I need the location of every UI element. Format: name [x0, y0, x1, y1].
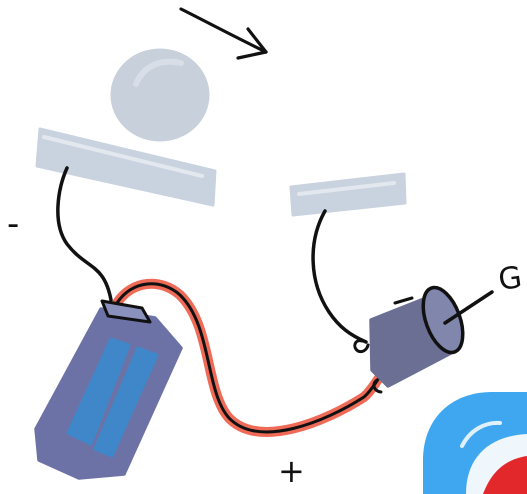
battery-window-left	[66, 337, 131, 446]
battery-window-right	[93, 346, 159, 458]
right-metal-plate	[289, 172, 407, 217]
battery	[34, 299, 183, 480]
metal-ball	[110, 48, 210, 142]
negative-wire	[56, 166, 113, 302]
left-metal-plate	[35, 127, 217, 207]
motor-wire-black	[311, 209, 368, 344]
negative-sign: -	[7, 204, 19, 244]
positive-sign: +	[278, 452, 305, 490]
motor	[353, 285, 494, 394]
rotation-arrow-icon	[179, 7, 268, 60]
generator-mark: G	[496, 260, 524, 298]
positive-wire	[112, 278, 384, 437]
corner-badge-icon	[423, 392, 527, 494]
